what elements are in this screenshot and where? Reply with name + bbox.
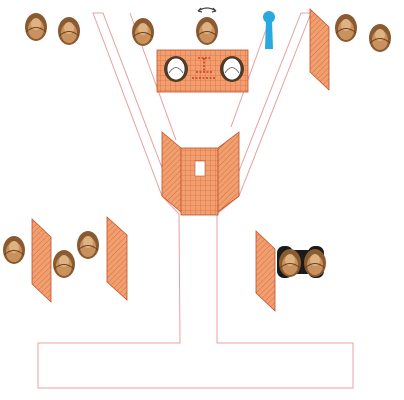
panel-right [255, 230, 276, 312]
figure-top-4 [195, 16, 219, 46]
figure-left-1 [2, 235, 26, 265]
figure-top-6 [368, 23, 392, 53]
gate-panel-left [161, 131, 182, 213]
figure-right-2 [303, 248, 327, 278]
figure-top-5 [334, 13, 358, 43]
track-outline-right-edge [230, 12, 273, 128]
figure-top-2 [57, 16, 81, 46]
panel-left-2 [106, 216, 128, 301]
figure-right-1 [278, 248, 302, 278]
figure-left-2 [52, 249, 76, 279]
gate-window [194, 160, 206, 177]
figure-left-3 [76, 230, 100, 260]
panel-left-1 [31, 218, 52, 303]
gate-panel-center [180, 147, 219, 216]
keyhole-marker-icon [263, 11, 275, 49]
rotate-arrow-icon [197, 7, 217, 13]
figure-top-1 [24, 12, 48, 42]
control-box [156, 49, 249, 93]
gate-panel-right [217, 131, 240, 213]
figure-top-3 [131, 17, 155, 47]
panel-upper-right [309, 8, 330, 91]
